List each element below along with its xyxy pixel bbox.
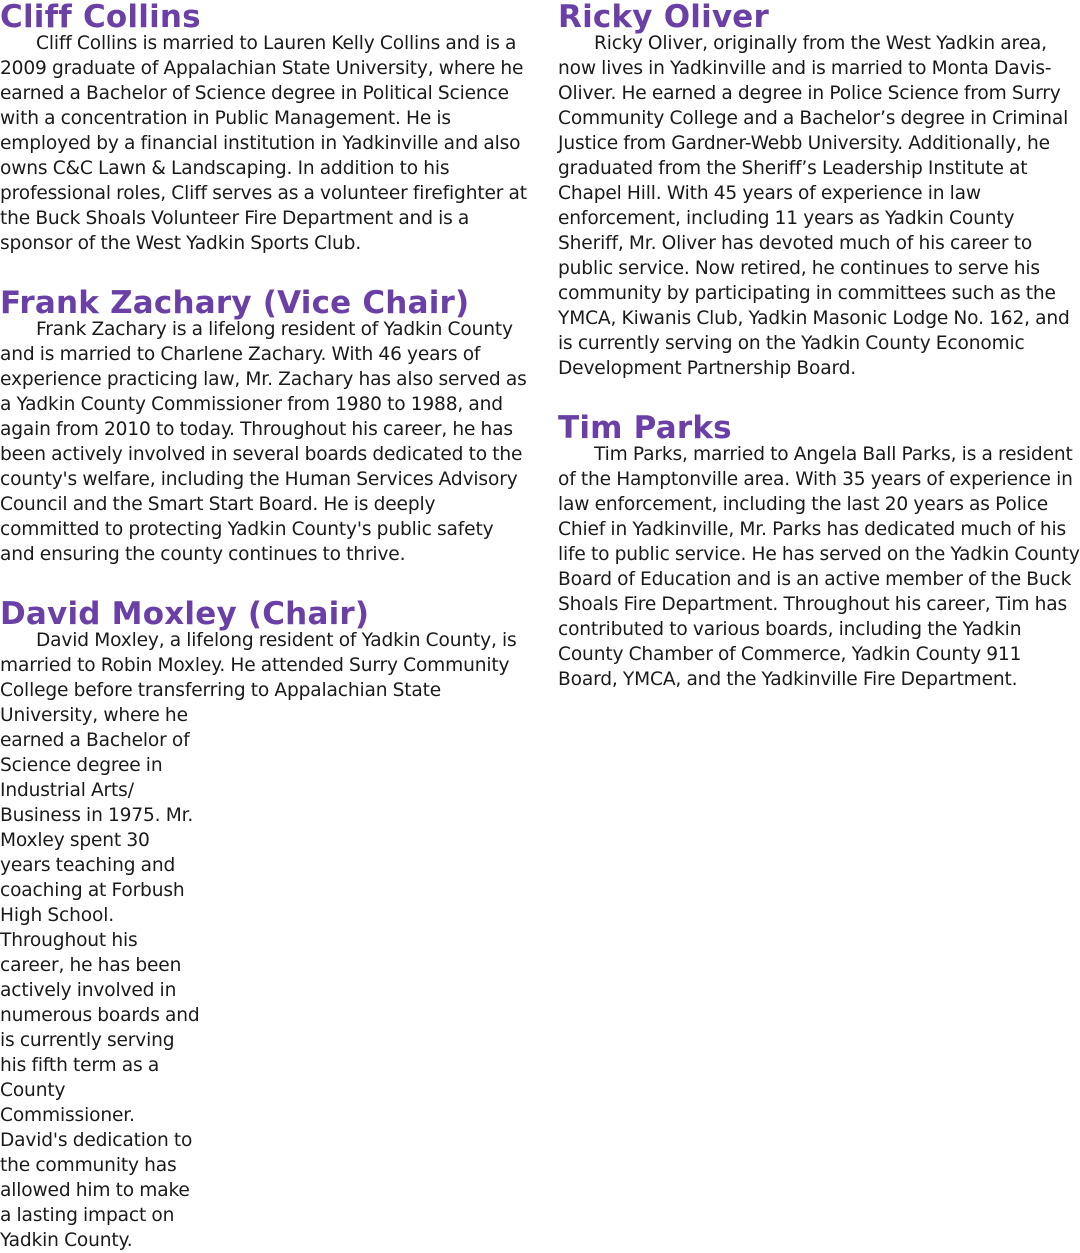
- bio-text: Tim Parks, married to Angela Ball Parks,…: [558, 444, 1080, 690]
- bio-name: Ricky Oliver: [558, 0, 770, 35]
- left-column: Cliff Collins Cliff Collins is married t…: [0, 0, 530, 1253]
- bio-text-rest: University, where he earned a Bachelor o…: [0, 705, 200, 1251]
- bio-text: Cliff Collins is married to Lauren Kelly…: [0, 33, 527, 254]
- bio-name: Tim Parks: [558, 410, 732, 446]
- bio-text: Ricky Oliver, originally from the West Y…: [558, 33, 1070, 379]
- bio-text-top: David Moxley, a lifelong resident of Yad…: [0, 630, 517, 701]
- bio-ricky-oliver: Ricky Oliver Ricky Oliver, originally fr…: [558, 0, 1080, 381]
- bio-text: David Moxley, a lifelong resident of Yad…: [0, 628, 530, 1253]
- bio-name: Cliff Collins: [0, 0, 201, 35]
- bio-text: Frank Zachary is a lifelong resident of …: [0, 319, 527, 565]
- right-column: Ricky Oliver Ricky Oliver, originally fr…: [558, 0, 1080, 692]
- bio-cliff-collins: Cliff Collins Cliff Collins is married t…: [0, 0, 530, 256]
- bio-name: David Moxley (Chair): [0, 596, 370, 632]
- bio-david-moxley: David Moxley (Chair) David Moxley, a lif…: [0, 597, 530, 1253]
- bio-frank-zachary: Frank Zachary (Vice Chair) Frank Zachary…: [0, 286, 530, 567]
- bio-name: Frank Zachary (Vice Chair): [0, 285, 470, 321]
- bio-tim-parks: Tim Parks Tim Parks, married to Angela B…: [558, 411, 1080, 692]
